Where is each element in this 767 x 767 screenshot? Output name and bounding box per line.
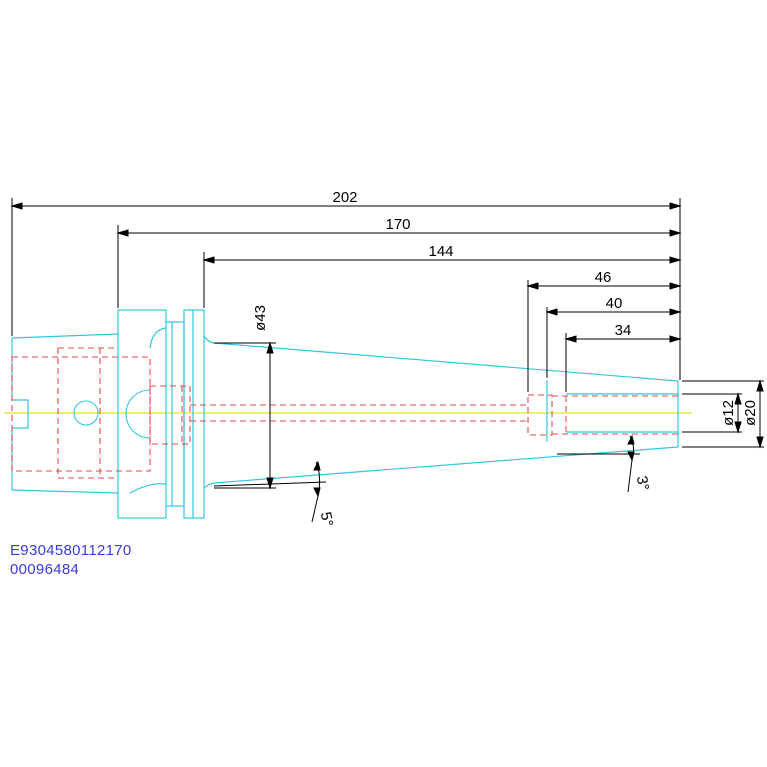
dim-nose-46: 46 [595, 269, 612, 286]
dim-angle-taper: 5° [317, 511, 336, 528]
dim-angle-nose: 3° [633, 475, 652, 492]
part-code: E9304580112170 [10, 542, 132, 559]
dim-nose-40: 40 [606, 295, 623, 312]
dim-dia-bore: ø12 [720, 400, 737, 426]
dim-nose-34: 34 [615, 322, 632, 339]
dim-gauge-length: 170 [385, 216, 410, 233]
dim-overall-length: 202 [332, 189, 357, 206]
id-code: 00096484 [10, 561, 80, 578]
dim-dia-nose: ø20 [742, 400, 759, 426]
hidden-lines [11, 347, 678, 479]
pocket-arc [125, 389, 151, 439]
drive-hole-circle [73, 400, 99, 426]
dim-dia-flange: ø43 [252, 305, 269, 331]
holder-outline [11, 309, 679, 519]
dim-taper-length: 144 [428, 243, 453, 260]
dimension-lines [10, 198, 764, 523]
